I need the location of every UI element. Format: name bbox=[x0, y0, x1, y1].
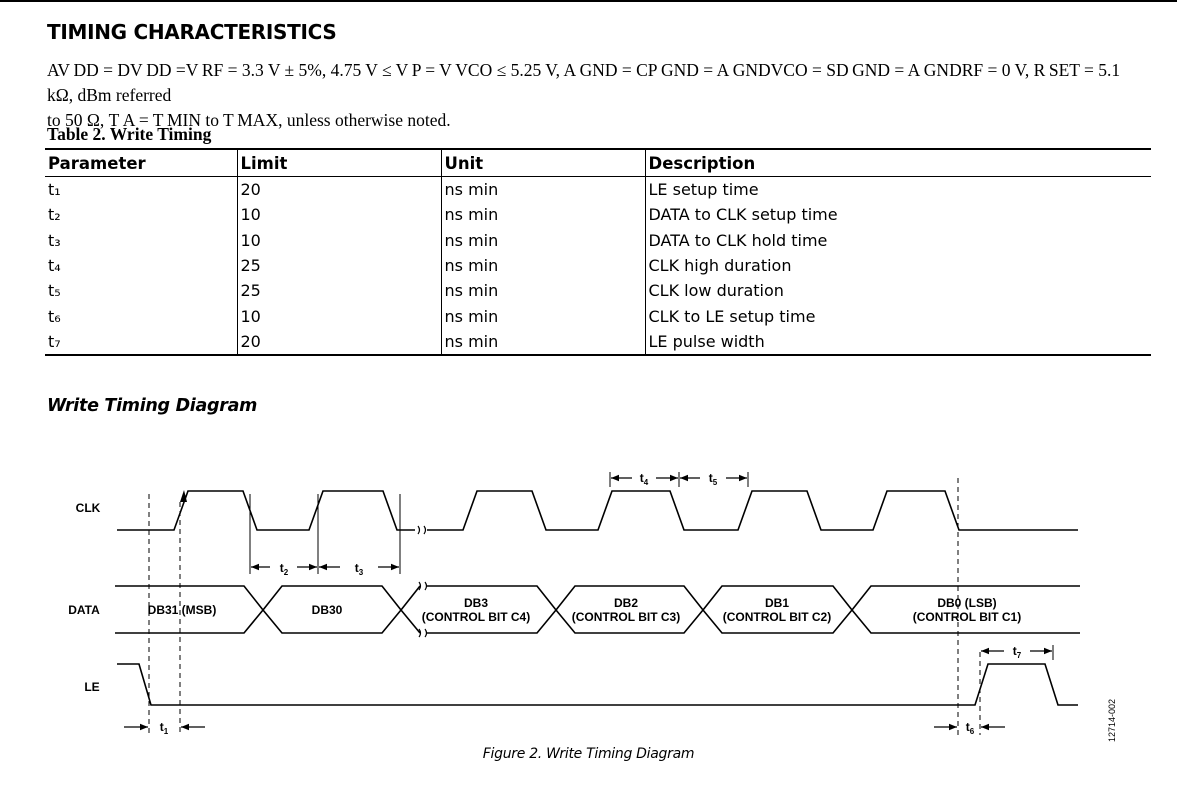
cell-parameter: t₅ bbox=[48, 281, 61, 301]
data-segment-db2: DB2 bbox=[614, 596, 638, 610]
cell-description: CLK high duration bbox=[644, 252, 1151, 279]
timing-label-t3: t3 bbox=[355, 561, 364, 577]
data-segment-db1: DB1 bbox=[765, 596, 789, 610]
le-signal-label: LE bbox=[84, 680, 99, 694]
data-segment-db0-sub: (CONTROL BIT C1) bbox=[913, 610, 1021, 624]
cell-unit: ns min bbox=[440, 252, 645, 279]
cell-unit: ns min bbox=[440, 278, 645, 304]
timing-label-t2: t2 bbox=[280, 561, 289, 577]
cell-parameter: t₇ bbox=[45, 328, 237, 357]
timing-label-t7: t7 bbox=[1013, 644, 1022, 660]
cell-limit: 10 bbox=[236, 202, 441, 228]
cell-unit: ns min bbox=[440, 328, 645, 357]
cell-unit: ns min bbox=[440, 202, 645, 228]
reference-solid-lines bbox=[249, 472, 1054, 660]
timing-arrows bbox=[124, 474, 1052, 731]
timing-label-t4: t4 bbox=[640, 471, 649, 487]
data-segment-db31: DB31 (MSB) bbox=[148, 603, 217, 617]
cell-limit: 20 bbox=[236, 328, 441, 357]
header-description: Description bbox=[644, 148, 1151, 177]
cell-limit: 25 bbox=[236, 278, 441, 304]
clk-signal-label: CLK bbox=[76, 501, 101, 515]
clk-break-mark bbox=[417, 525, 427, 535]
cell-parameter: t₃ bbox=[48, 230, 61, 250]
cell-parameter: t₁ bbox=[48, 180, 61, 200]
cell-description: DATA to CLK setup time bbox=[644, 202, 1151, 228]
cell-description: DATA to CLK hold time bbox=[644, 227, 1151, 253]
data-segment-db3: DB3 bbox=[464, 596, 488, 610]
clk-waveform-b bbox=[427, 490, 1078, 531]
data-break-mark-bottom bbox=[418, 628, 428, 638]
top-rule bbox=[0, 0, 1177, 2]
timing-label-t6: t6 bbox=[966, 720, 975, 736]
table-header-row: Parameter Limit Unit Description bbox=[45, 148, 1151, 177]
cell-limit: 10 bbox=[236, 303, 441, 329]
cell-parameter: t₂ bbox=[48, 205, 61, 225]
table-caption: Table 2. Write Timing bbox=[47, 124, 212, 144]
le-waveform bbox=[117, 663, 1078, 706]
conditions-line-1: AV DD = DV DD =V RF = 3.3 V ± 5%, 4.75 V… bbox=[47, 60, 1121, 105]
data-bus-waveform bbox=[115, 585, 1080, 634]
cell-parameter: t₄ bbox=[48, 256, 61, 276]
data-segment-db1-sub: (CONTROL BIT C2) bbox=[723, 610, 831, 624]
cell-limit: 25 bbox=[236, 252, 441, 279]
clk-rising-edge-arrow bbox=[180, 490, 187, 502]
data-signal-label: DATA bbox=[68, 603, 100, 617]
cell-description: LE setup time bbox=[644, 176, 1151, 203]
header-limit: Limit bbox=[236, 148, 441, 177]
cell-unit: ns min bbox=[440, 303, 645, 329]
figure-caption: Figure 2. Write Timing Diagram bbox=[482, 746, 695, 762]
reference-dashed-lines bbox=[148, 478, 981, 735]
data-break-mark-top bbox=[418, 581, 428, 591]
cell-unit: ns min bbox=[440, 176, 645, 203]
cell-description: CLK low duration bbox=[644, 278, 1151, 304]
operating-conditions: AV DD = DV DD =V RF = 3.3 V ± 5%, 4.75 V… bbox=[47, 58, 1147, 133]
data-segment-db30: DB30 bbox=[312, 603, 343, 617]
cell-parameter: t₆ bbox=[48, 306, 61, 326]
cell-limit: 10 bbox=[236, 227, 441, 253]
cell-description: CLK to LE setup time bbox=[644, 303, 1151, 329]
data-segment-db3-sub: (CONTROL BIT C4) bbox=[422, 610, 530, 624]
figure-id: 12714-002 bbox=[1107, 699, 1117, 742]
cell-description: LE pulse width bbox=[644, 328, 1151, 357]
cell-limit: 20 bbox=[236, 176, 441, 203]
clk-waveform-a bbox=[117, 490, 415, 531]
timing-label-t5: t5 bbox=[709, 471, 718, 487]
header-parameter: Parameter bbox=[45, 148, 237, 177]
conditions-line-2: to 50 Ω, T A = T MIN to T MAX, unless ot… bbox=[47, 110, 451, 130]
header-unit: Unit bbox=[440, 148, 645, 177]
data-segment-db2-sub: (CONTROL BIT C3) bbox=[572, 610, 680, 624]
cell-unit: ns min bbox=[440, 227, 645, 253]
data-segment-db0: DB0 (LSB) bbox=[937, 596, 996, 610]
diagram-title: Write Timing Diagram bbox=[47, 396, 258, 416]
section-title: TIMING CHARACTERISTICS bbox=[47, 20, 337, 44]
timing-label-t1: t1 bbox=[160, 720, 169, 736]
